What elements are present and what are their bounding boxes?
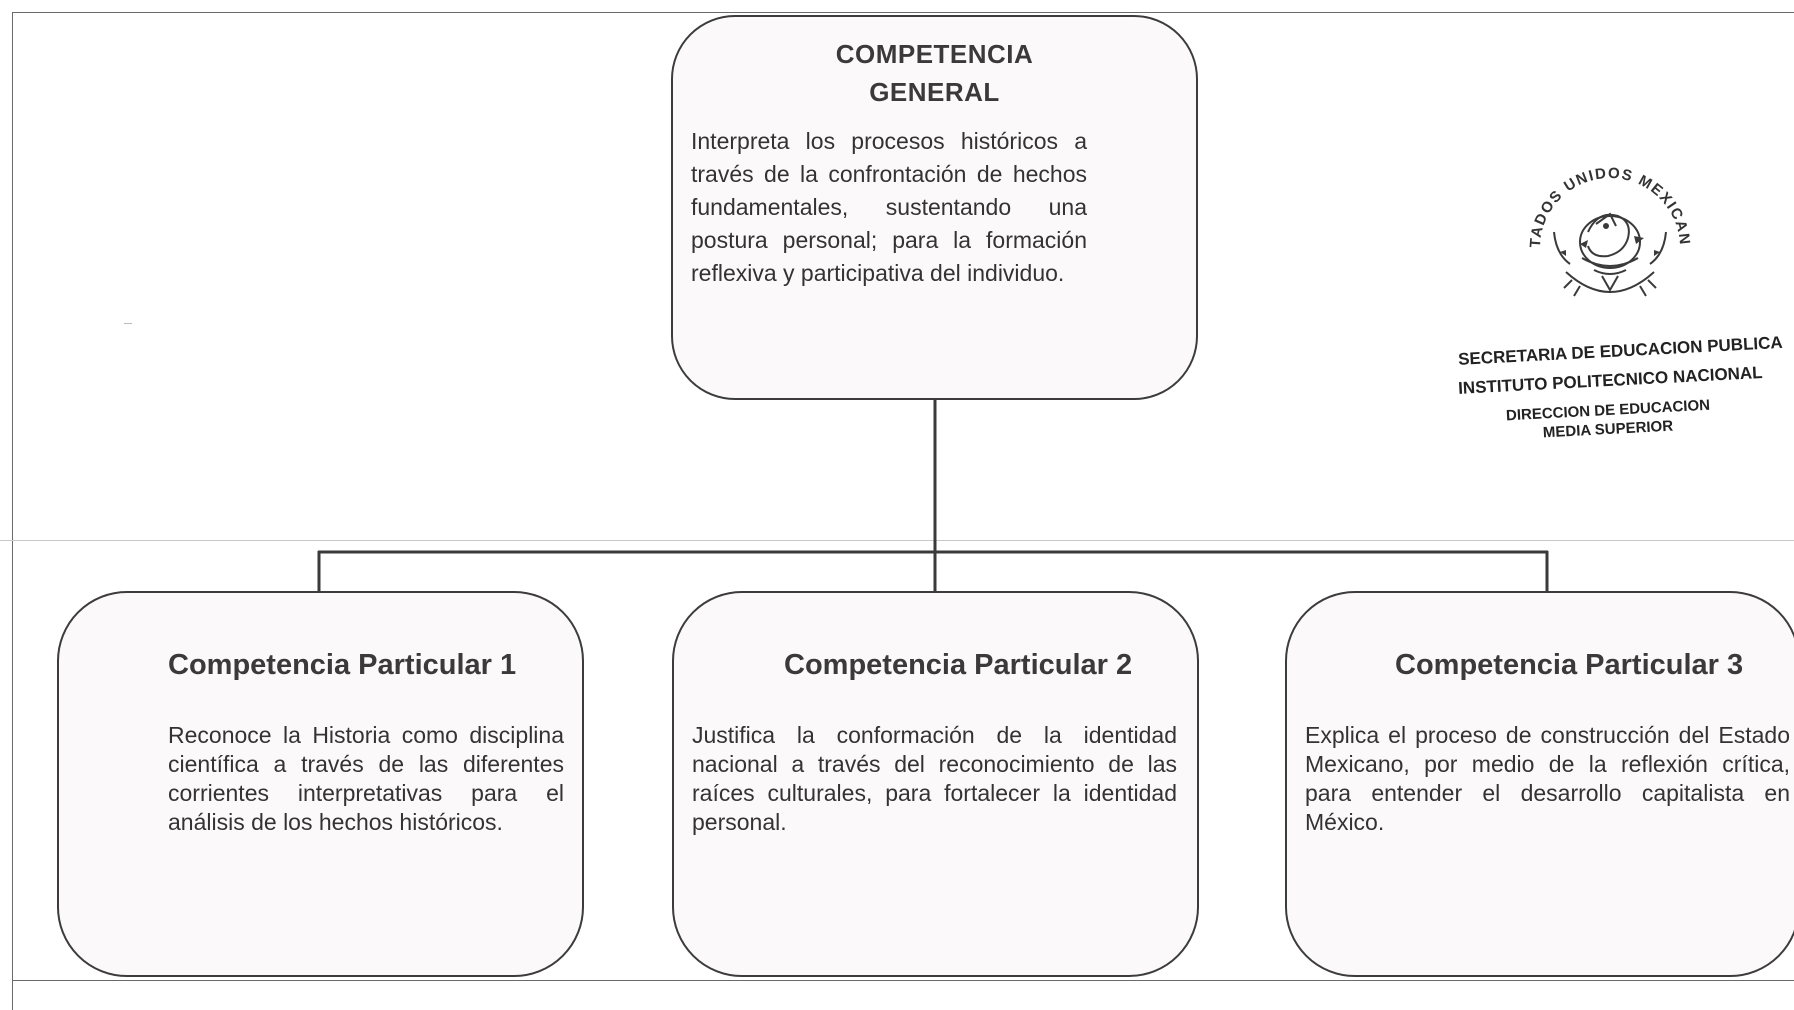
page-divider-line [0,540,1794,541]
particular-competency-box-3: Competencia Particular 3 Explica el proc… [1285,591,1794,977]
general-title-line1: COMPETENCIA [835,39,1034,69]
particular-competency-text: Justifica la conformación de la identida… [692,722,1177,835]
mexican-coat-of-arms-icon: ESTADOS UNIDOS MEXICANOS [1510,140,1693,297]
seal-caption-line2: INSTITUTO POLITECNICO NACIONAL [1457,362,1764,398]
particular-competency-title: Competencia Particular 1 [168,649,517,681]
particular-competency-text: Reconoce la Historia como disciplina cie… [168,722,564,835]
seal-ring-text: ESTADOS UNIDOS MEXICANOS [1510,140,1692,248]
svg-text:ESTADOS UNIDOS MEXICANOS: ESTADOS UNIDOS MEXICANOS [1510,140,1693,248]
general-competency-box: COMPETENCIA GENERAL Interpreta los proce… [671,15,1198,400]
scan-artifact [124,323,132,324]
sep-ipn-seal-stamp: ESTADOS UNIDOS MEXICANOS SECRETARIA DE E… [1457,140,1783,441]
particular-competency-title: Competencia Particular 2 [784,649,1133,681]
particular-competency-box-2: Competencia Particular 2 Justifica la co… [672,591,1199,977]
frame-bottom-border [12,980,1794,981]
general-competency-title: COMPETENCIA GENERAL [673,35,1196,111]
general-competency-text: Interpreta los procesos históricos a tra… [691,128,1087,286]
particular-competency-box-1: Competencia Particular 1 Reconoce la His… [57,591,584,977]
frame-left-border [12,12,13,1010]
general-title-line2: GENERAL [869,77,1000,107]
frame-top-border [12,12,1794,13]
particular-competency-title: Competencia Particular 3 [1395,649,1744,681]
particular-competency-text: Explica el proceso de construcción del E… [1305,722,1790,835]
